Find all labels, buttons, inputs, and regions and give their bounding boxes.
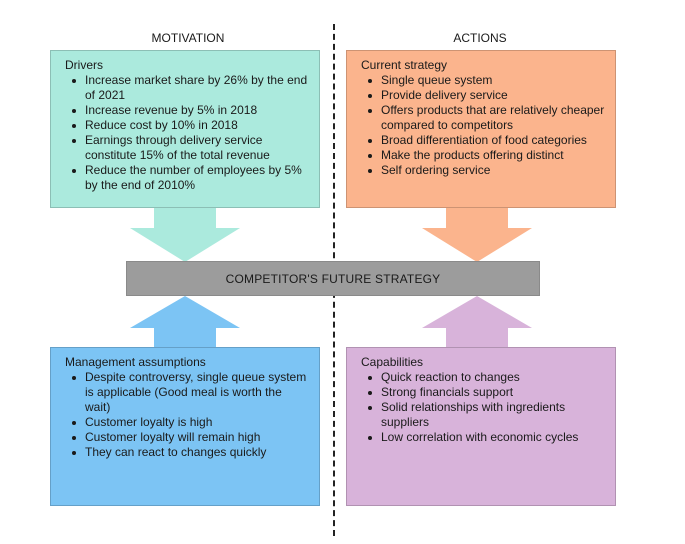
drivers-item: Reduce the number of employees by 5% by …: [72, 163, 309, 193]
capabilities-item: Low correlation with economic cycles: [368, 430, 605, 445]
capabilities-item: Strong financials support: [368, 385, 605, 400]
actions-header: ACTIONS: [453, 31, 507, 45]
drivers-box: Drivers Increase market share by 26% by …: [50, 50, 320, 208]
assumptions-item: They can react to changes quickly: [72, 445, 309, 460]
capabilities-title: Capabilities: [361, 355, 424, 369]
drivers-item: Earnings through delivery service consti…: [72, 133, 309, 163]
strategy-item: Broad differentiation of food categories: [368, 133, 605, 148]
capabilities-list: Quick reaction to changes Strong financi…: [361, 370, 605, 445]
drivers-item: Reduce cost by 10% in 2018: [72, 118, 309, 133]
assumptions-box: Management assumptions Despite controver…: [50, 347, 320, 506]
drivers-down-arrow: [130, 206, 240, 262]
strategy-down-arrow: [422, 206, 532, 262]
strategy-item: Provide delivery service: [368, 88, 605, 103]
drivers-item: Increase revenue by 5% in 2018: [72, 103, 309, 118]
drivers-title: Drivers: [65, 58, 103, 72]
center-strategy-bar: COMPETITOR'S FUTURE STRATEGY: [126, 261, 540, 296]
capabilities-box: Capabilities Quick reaction to changes S…: [346, 347, 616, 506]
strategy-title: Current strategy: [361, 58, 448, 72]
strategy-item: Make the products offering distinct: [368, 148, 605, 163]
drivers-item: Increase market share by 26% by the end …: [72, 73, 308, 102]
assumptions-item: Despite controversy, single queue system…: [72, 370, 309, 415]
capabilities-item: Quick reaction to changes: [368, 370, 605, 385]
motivation-header: MOTIVATION: [151, 31, 225, 45]
capabilities-up-arrow: [422, 296, 532, 350]
strategy-item: Self ordering service: [368, 163, 605, 178]
assumptions-title: Management assumptions: [65, 355, 206, 369]
capabilities-item: Solid relationships with ingredients sup…: [368, 400, 605, 430]
drivers-list: Increase market share by 26% by the end …: [65, 73, 309, 193]
assumptions-item: Customer loyalty is high: [72, 415, 309, 430]
strategy-item: Offers products that are relatively chea…: [368, 103, 605, 132]
assumptions-list: Despite controversy, single queue system…: [65, 370, 309, 460]
assumptions-item: Customer loyalty will remain high: [72, 430, 309, 445]
strategy-box: Current strategy Single queue system Pro…: [346, 50, 616, 208]
strategy-item: Single queue system: [368, 73, 605, 88]
assumptions-up-arrow: [130, 296, 240, 350]
strategy-list: Single queue system Provide delivery ser…: [361, 73, 605, 178]
